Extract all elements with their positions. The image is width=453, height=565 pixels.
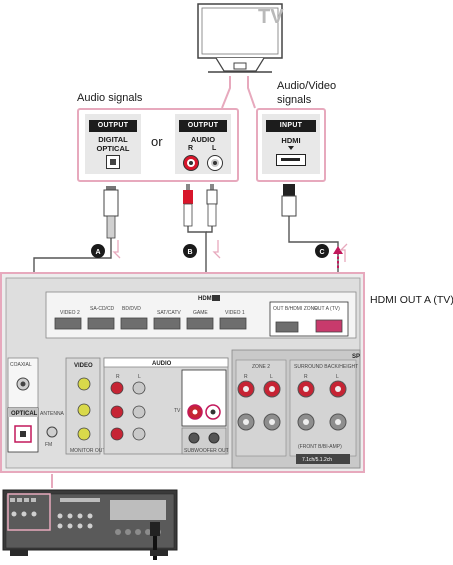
cable-badge-b: B (183, 244, 197, 258)
av-signals-caption-line1: Audio/Video (277, 80, 337, 92)
receiver-overview-graphic (2, 489, 178, 560)
hdmi-plug-tv (281, 184, 297, 217)
audio-cable-route-l (206, 226, 213, 233)
svg-text:TV: TV (174, 408, 181, 414)
svg-text:VIDEO 2: VIDEO 2 (60, 310, 80, 316)
svg-text:COAXIAL: COAXIAL (10, 362, 32, 368)
svg-text:R: R (244, 374, 248, 380)
rca-jack-white (207, 155, 223, 171)
audio-output-port: OUTPUT AUDIO R L (175, 114, 231, 174)
tv-audio-output-panel: OUTPUT DIGITAL OPTICAL or OUTPUT AUDIO R… (77, 108, 239, 182)
svg-text:MONITOR OUT: MONITOR OUT (70, 448, 105, 454)
svg-text:GAME: GAME (193, 310, 208, 316)
audio-signals-caption: Audio signals (77, 92, 143, 104)
rca-jack-red (183, 155, 199, 171)
svg-text:R: R (304, 374, 308, 380)
hdmi-out-caption: HDMI OUT A (TV) (370, 294, 453, 306)
or-text: or (151, 134, 163, 149)
svg-text:L: L (138, 374, 141, 380)
av-signals-caption-line2: signals (277, 94, 312, 106)
hdmi-jack (276, 154, 306, 166)
svg-text:SA-CD/CD: SA-CD/CD (90, 306, 115, 312)
svg-text:SURROUND BACK/HEIGHT: SURROUND BACK/HEIGHT (294, 364, 358, 370)
svg-text:7.1ch/5.1.2ch: 7.1ch/5.1.2ch (302, 457, 332, 463)
svg-text:OUT A (TV): OUT A (TV) (314, 306, 340, 312)
svg-text:OUT B/HDMI ZONE: OUT B/HDMI ZONE (273, 306, 318, 312)
receiver-overview (0, 486, 182, 560)
tv (194, 2, 286, 76)
tv-illustration (197, 3, 283, 73)
svg-text:C: C (319, 249, 324, 256)
optical-plug (103, 186, 119, 239)
svg-text:B: B (187, 249, 192, 256)
cable-badge-c: C (315, 244, 329, 258)
hdmi-input-port: INPUT HDMI (262, 114, 320, 174)
svg-text:A: A (95, 249, 100, 256)
tv-hdmi-input-panel: INPUT HDMI (256, 108, 326, 182)
tv-label: TV (258, 6, 284, 28)
optical-output-port: OUTPUT DIGITAL OPTICAL (85, 114, 141, 174)
svg-text:AUDIO: AUDIO (152, 361, 172, 367)
receiver-panel-graphic: HDMI VIDEO 2 SA-CD/CD BD/DVD SAT/CATV GA… (0, 272, 365, 473)
svg-text:R: R (116, 374, 120, 380)
svg-text:FM: FM (45, 442, 52, 448)
svg-text:VIDEO 1: VIDEO 1 (225, 310, 245, 316)
svg-text:(FRONT B/BI-AMP): (FRONT B/BI-AMP) (298, 444, 342, 450)
hdmi-arrow-icon (288, 146, 294, 150)
svg-text:L: L (270, 374, 273, 380)
receiver-rear-panel: HDMI VIDEO 2 SA-CD/CD BD/DVD SAT/CATV GA… (0, 272, 366, 474)
svg-text:ANTENNA: ANTENNA (40, 411, 65, 417)
svg-text:VIDEO: VIDEO (74, 363, 93, 369)
svg-text:L: L (336, 374, 339, 380)
svg-text:BD/DVD: BD/DVD (122, 306, 141, 312)
rca-plug-red (183, 184, 193, 227)
rca-plug-white (206, 184, 218, 227)
hdmi-cable-route (288, 216, 339, 278)
optical-jack (106, 155, 120, 169)
hdmi-out-a-jack (315, 319, 343, 333)
svg-text:SUBWOOFER OUT: SUBWOOFER OUT (184, 448, 229, 454)
svg-text:SP: SP (352, 354, 360, 360)
svg-text:OPTICAL: OPTICAL (11, 411, 38, 417)
svg-text:ZONE 2: ZONE 2 (252, 364, 270, 370)
cable-badge-a: A (91, 244, 105, 258)
svg-text:HDMI: HDMI (198, 296, 214, 302)
svg-text:SAT/CATV: SAT/CATV (157, 310, 181, 316)
